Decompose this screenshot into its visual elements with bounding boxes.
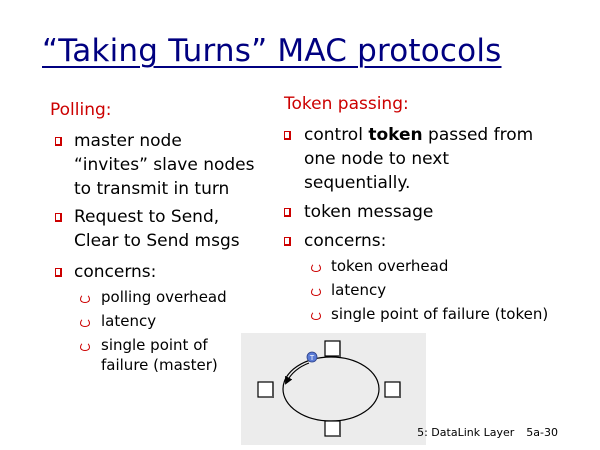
token-bullet-1-prefix: control bbox=[304, 125, 369, 145]
polling-bullet-2-line-2: Clear to Send msgs bbox=[74, 231, 240, 251]
polling-heading: Polling: bbox=[50, 100, 112, 120]
slide-title: “Taking Turns” MAC protocols bbox=[42, 33, 502, 69]
bullet-circle-icon bbox=[80, 342, 90, 351]
token-sub-1: token overhead bbox=[331, 257, 449, 275]
bullet-box-icon bbox=[55, 268, 62, 277]
bullet-circle-icon bbox=[311, 263, 321, 272]
token-bullet-3: concerns: bbox=[304, 231, 387, 251]
polling-bullet-3-line-1: concerns: bbox=[74, 262, 157, 282]
token-bullet-1-line-2: one node to next bbox=[304, 149, 449, 169]
token-heading: Token passing: bbox=[284, 94, 409, 114]
token-bullet-2: token message bbox=[304, 202, 434, 222]
polling-bullet-1-line-1: master node bbox=[74, 131, 182, 151]
bullet-circle-icon bbox=[80, 294, 90, 303]
bullet-circle-icon bbox=[80, 318, 90, 327]
token-bullet-1-suffix: passed from bbox=[422, 125, 534, 145]
polling-sub-2: latency bbox=[101, 312, 157, 330]
ring-node-top bbox=[324, 340, 341, 357]
ring-ellipse bbox=[282, 356, 380, 422]
token-ring-diagram: T bbox=[241, 333, 426, 445]
footer-chapter: 5: DataLink Layer bbox=[417, 426, 515, 439]
polling-sub-3-line-1: single point of bbox=[101, 336, 208, 354]
polling-sub-1: polling overhead bbox=[101, 288, 227, 306]
token-label: T bbox=[309, 354, 315, 362]
ring-node-right bbox=[384, 381, 401, 398]
token-ring-svg: T bbox=[257, 340, 401, 437]
ring-node-left bbox=[257, 381, 274, 398]
polling-bullet-1-line-3: to transmit in turn bbox=[74, 179, 230, 199]
bullet-circle-icon bbox=[311, 311, 321, 320]
polling-sub-3-line-2: failure (master) bbox=[101, 356, 218, 374]
polling-bullet-1-line-2: “invites” slave nodes bbox=[74, 155, 255, 175]
token-bullet-1-line-1: control token passed from bbox=[304, 124, 533, 146]
bullet-box-icon bbox=[284, 237, 291, 246]
bullet-box-icon bbox=[55, 213, 62, 222]
token-bullet-1-line-3: sequentially. bbox=[304, 173, 411, 193]
token-sub-2: latency bbox=[331, 281, 387, 299]
token-sub-3: single point of failure (token) bbox=[331, 305, 549, 323]
polling-bullet-2-line-1: Request to Send, bbox=[74, 207, 220, 227]
token-bullet-1-bold: token bbox=[368, 125, 423, 145]
bullet-box-icon bbox=[284, 131, 291, 140]
bullet-box-icon bbox=[284, 208, 291, 217]
ring-node-bottom bbox=[324, 420, 341, 437]
bullet-circle-icon bbox=[311, 287, 321, 296]
token-icon bbox=[306, 351, 318, 363]
slide-footer: 5: DataLink Layer 5a-30 bbox=[405, 426, 558, 439]
bullet-box-icon bbox=[55, 137, 62, 146]
footer-page: 5a-30 bbox=[526, 426, 558, 439]
token-direction-arrow bbox=[285, 362, 310, 385]
